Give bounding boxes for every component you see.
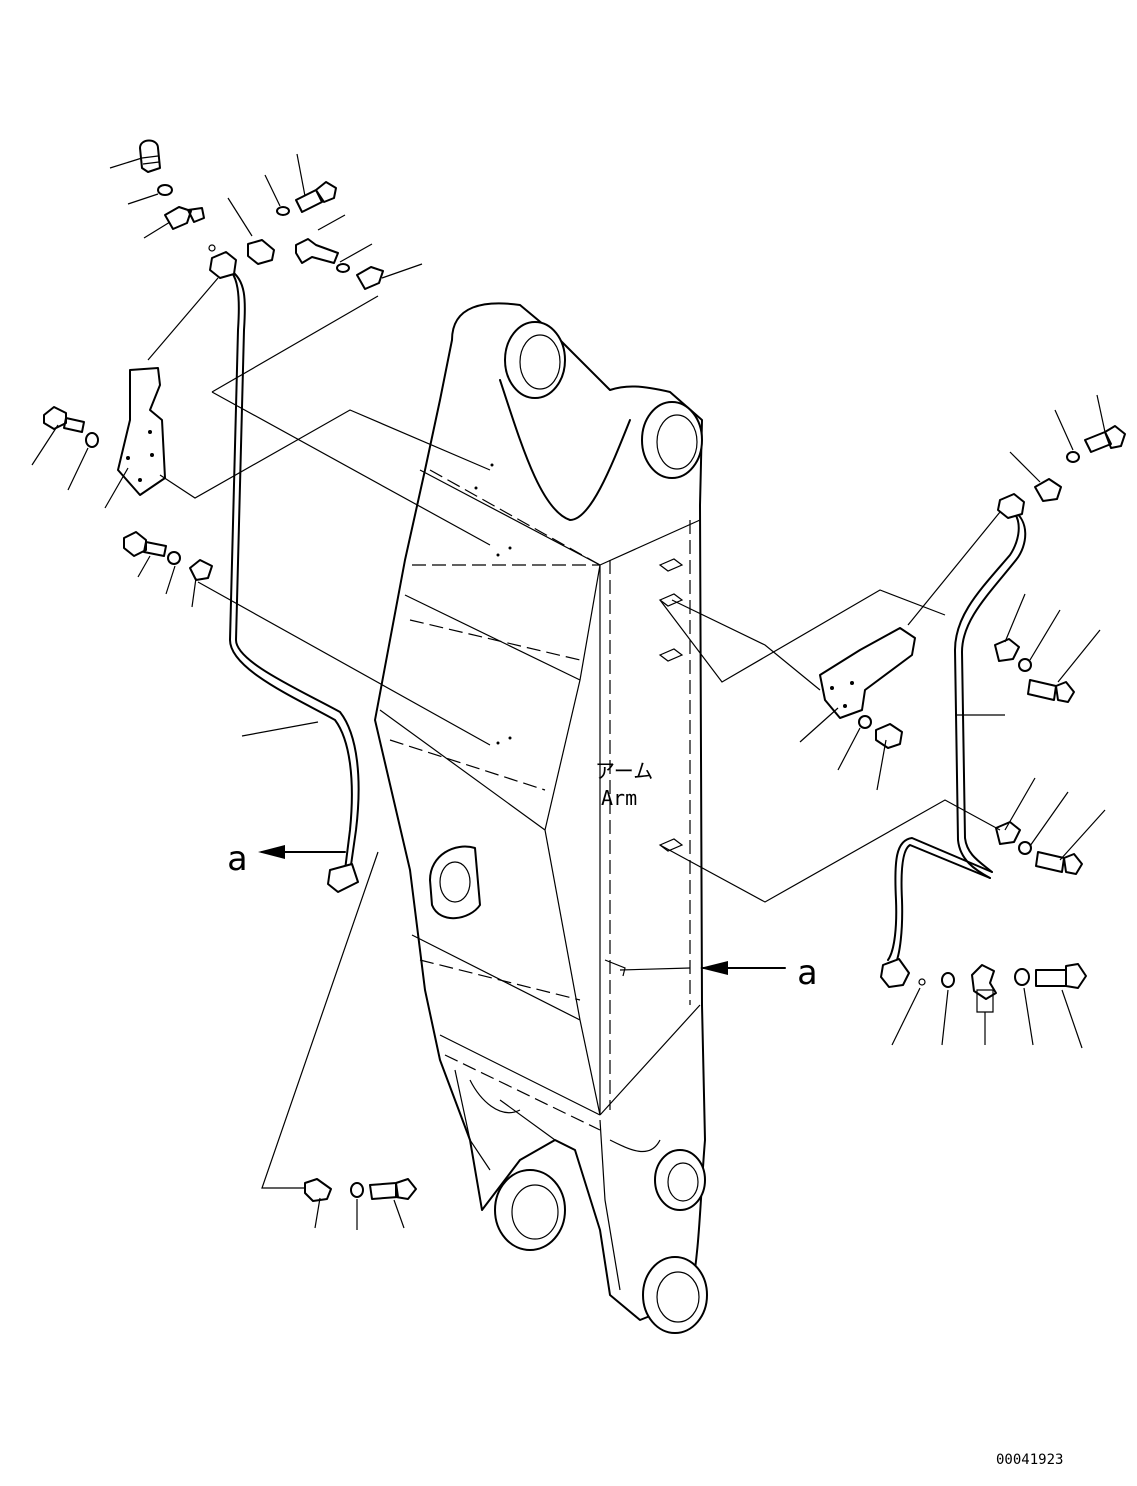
view-arrow-left: a xyxy=(227,839,346,879)
part-name-en: Arm xyxy=(601,786,637,810)
part-name-jp: アーム xyxy=(595,759,653,783)
arm-body xyxy=(374,302,708,1334)
drawing-number: 00041923 xyxy=(996,1452,1063,1468)
view-marker-right: a xyxy=(797,953,817,993)
left-hydraulic-pipe xyxy=(209,251,360,893)
fasteners xyxy=(43,139,1126,1202)
right-hydraulic-pipe xyxy=(880,493,1027,988)
leader-lines xyxy=(31,153,1106,1230)
view-marker-left: a xyxy=(227,839,247,879)
left-bracket xyxy=(117,367,166,496)
view-arrow-right: a xyxy=(700,953,817,993)
right-bracket xyxy=(819,627,916,719)
